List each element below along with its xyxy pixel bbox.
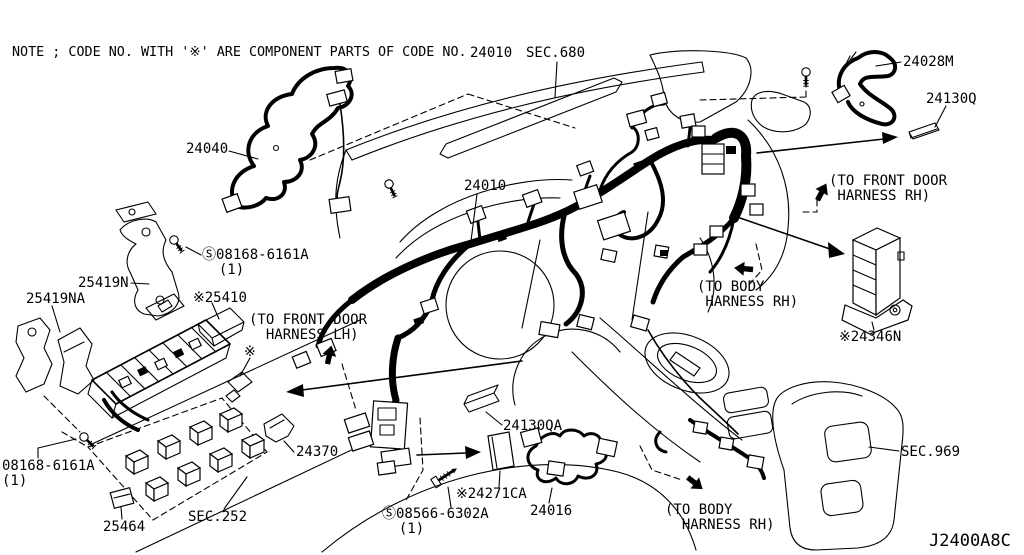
- label-25419NA: 25419NA: [26, 291, 86, 307]
- label-screw-08168: Ⓢ08168-6161A (1): [202, 247, 309, 278]
- bracket-25419N: [119, 218, 180, 317]
- bracket-25419NA: [15, 317, 53, 393]
- label-24040: 24040: [186, 141, 229, 157]
- console-tunnel: [599, 317, 743, 441]
- console-harness: [647, 329, 766, 480]
- direction-arrows: [286, 132, 898, 495]
- arrow-to-24271CA: [416, 446, 481, 459]
- left-assembly: [15, 177, 404, 521]
- harness-24040: [221, 65, 354, 215]
- fuse-cover: [197, 307, 245, 347]
- label-08168-bottom: 08168-6161A (1): [2, 458, 95, 489]
- main-harness-24010: [291, 91, 764, 476]
- label-SEC969: SEC.969: [901, 444, 961, 460]
- label-drawing-code: J2400A8C: [929, 531, 1011, 551]
- defroster-vent: [439, 77, 623, 159]
- label-25419N: 25419N: [78, 275, 129, 291]
- label-SEC252: SEC.252: [188, 509, 248, 525]
- part-24130Q: [908, 122, 940, 140]
- connector-24370: [263, 413, 295, 443]
- label-24016: 24016: [530, 503, 573, 519]
- label-note-section: SEC.680: [526, 45, 586, 61]
- junction-block: [343, 400, 412, 476]
- label-24130Q: 24130Q: [926, 91, 977, 107]
- small-parts: [429, 122, 940, 490]
- label-24028M: 24028M: [903, 54, 954, 70]
- label-25464: 25464: [103, 519, 146, 535]
- harness-24016: [519, 427, 618, 486]
- label-24271CA: ※24271CA: [456, 486, 527, 502]
- component-connector: [225, 371, 253, 403]
- label-to-front-door-lh: (TO FRONT DOOR HARNESS LH): [249, 312, 368, 343]
- harness-24028M: [831, 50, 897, 127]
- label-24010-main: 24010: [464, 178, 507, 194]
- part-24346N: [841, 227, 913, 335]
- label-24370: 24370: [296, 444, 339, 460]
- a-pillar: [649, 50, 752, 123]
- label-screw-08566: Ⓢ08566-6302A (1): [382, 506, 489, 537]
- shifter-bezel: [644, 332, 730, 394]
- label-24130QA: 24130QA: [503, 418, 563, 434]
- leader-lines: [37, 61, 947, 520]
- fuse-box-25410: [87, 319, 231, 432]
- label-note: NOTE ; CODE NO. WITH '※' ARE COMPONENT P…: [12, 45, 467, 60]
- arrow-to-24130Q: [756, 132, 898, 154]
- blower-housing: [445, 250, 555, 360]
- relay-box-sec252: [87, 397, 268, 521]
- part-24271CA: [487, 431, 515, 471]
- arrow-to-24346N: [739, 217, 845, 258]
- label-to-front-door-rh: (TO FRONT DOOR HARNESS RH): [829, 173, 948, 204]
- label-component-mark: ※: [244, 344, 256, 360]
- label-to-body-rh-bottom: (TO BODY HARNESS RH): [665, 502, 775, 533]
- arrow-to-front-door-lh: [286, 360, 523, 397]
- label-note-code: 24010: [470, 45, 513, 61]
- label-to-body-rh-mid: (TO BODY HARNESS RH): [697, 279, 799, 310]
- console-sec969: [772, 381, 904, 551]
- label-25410: ※25410: [193, 290, 247, 306]
- label-24346N: ※24346N: [839, 329, 902, 345]
- connector-25464: [109, 486, 135, 510]
- part-24130QA: [463, 384, 500, 413]
